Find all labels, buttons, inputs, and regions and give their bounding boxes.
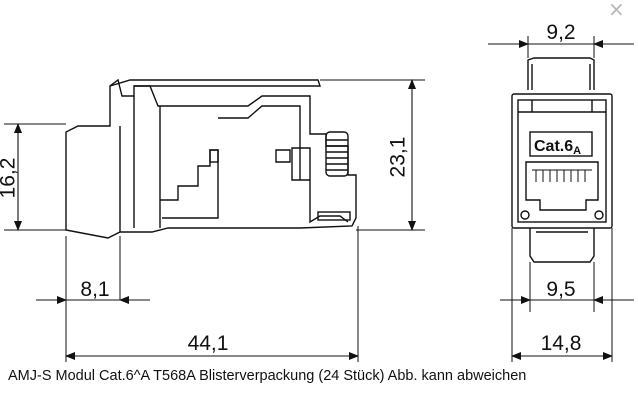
front-view-rj45-port (525, 161, 599, 211)
dim-label-side-height-right: 23,1 (387, 137, 410, 178)
side-view-cable-clamp (275, 147, 311, 181)
dim-label-front-width-inner: 9,5 (546, 278, 575, 301)
front-view-latch (527, 57, 595, 90)
side-view-base-detail (309, 180, 349, 224)
side-view-contact (209, 149, 219, 163)
front-view-extension-lines (511, 36, 613, 362)
front-view-inner-frame (517, 99, 607, 223)
front-view-body (511, 93, 613, 229)
side-view-dimension-lines (14, 79, 416, 360)
front-view-mount-hole (594, 210, 604, 220)
dim-label-side-height-left: 16,2 (0, 158, 20, 199)
front-view (511, 57, 613, 263)
dim-label-side-length-total: 44,1 (188, 332, 229, 355)
close-icon[interactable]: × (608, 0, 625, 21)
side-view-extension-lines (4, 79, 425, 362)
front-view-bottom-stem (529, 228, 595, 263)
dim-label-front-width-total: 14,8 (541, 332, 582, 355)
side-view-body-outline (65, 78, 357, 239)
front-view-marking-box (529, 131, 593, 157)
side-view (65, 78, 357, 239)
dim-label-side-length-short: 8,1 (80, 278, 109, 301)
front-view-marking-text: Cat.6A (534, 138, 581, 157)
side-view-inner-detail (218, 105, 301, 180)
dim-label-front-width-top: 9,2 (546, 21, 575, 44)
front-view-rj45-contacts (532, 169, 592, 182)
front-view-mount-hole (520, 210, 530, 220)
side-view-strain-relief (325, 131, 349, 177)
image-caption: AMJ-S Modul Cat.6^A T568A Blisterverpack… (8, 368, 527, 384)
side-view-latch (109, 79, 321, 87)
side-view-contact-steps (160, 149, 219, 219)
front-view-dimension-lines (488, 40, 634, 360)
side-view-base-slot (317, 211, 351, 221)
